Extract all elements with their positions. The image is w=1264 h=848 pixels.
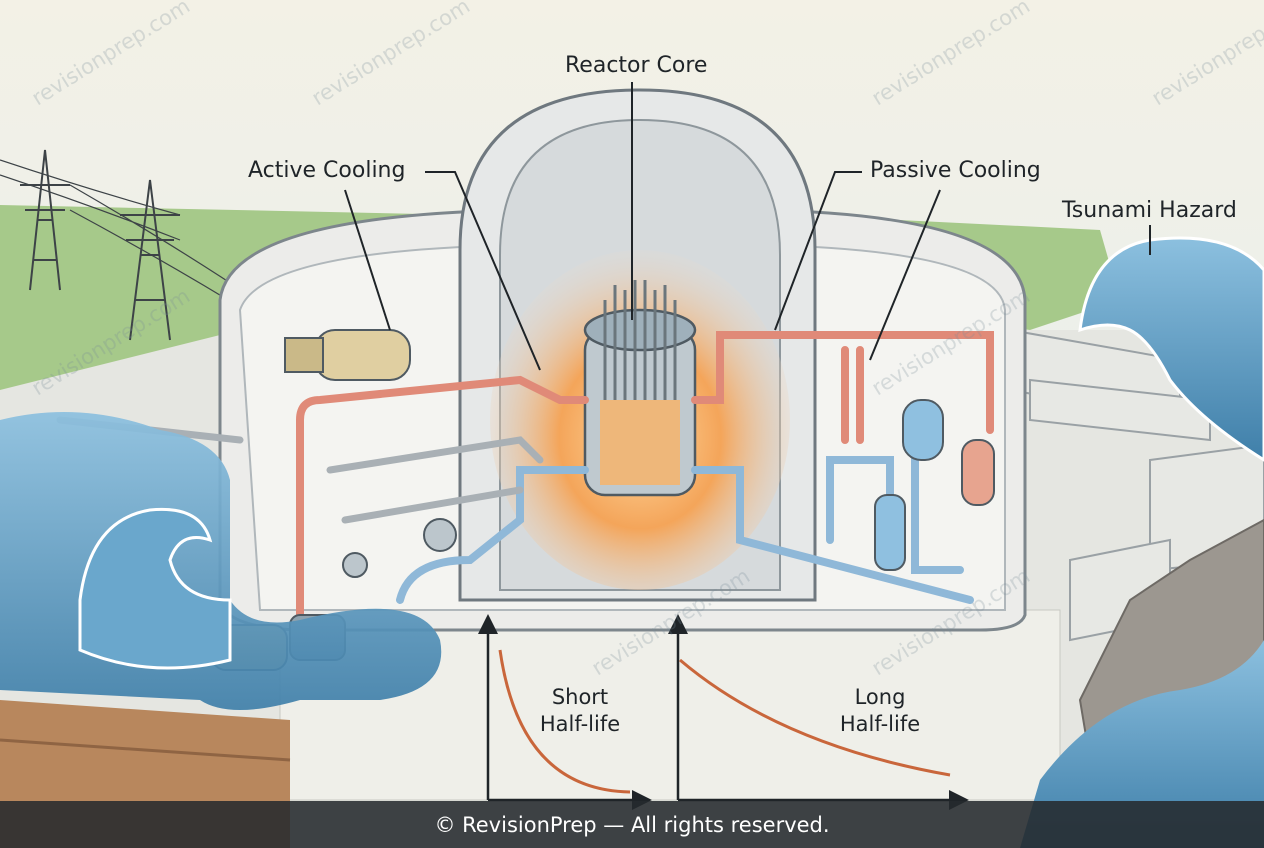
half-life-axes bbox=[478, 614, 969, 810]
long-half-life-curve bbox=[679, 658, 951, 777]
reactor-core-label: Reactor Core bbox=[565, 53, 708, 78]
tsunami-hazard-label: Tsunami Hazard bbox=[1062, 198, 1237, 223]
active-cooling-label: Active Cooling bbox=[248, 158, 406, 183]
tsunami-wave bbox=[1078, 236, 1264, 462]
reactor-vessel bbox=[583, 280, 697, 497]
short-half-life-line1: Short bbox=[551, 685, 609, 709]
copyright-text: © RevisionPrep — All rights reserved. bbox=[434, 813, 830, 837]
long-half-life-label: Long Half-life bbox=[815, 684, 945, 738]
power-pylons bbox=[0, 149, 301, 346]
hot-pipes bbox=[296, 331, 994, 644]
passive-tanks bbox=[874, 399, 995, 571]
sea-right bbox=[1020, 640, 1264, 848]
passive-cooling-label: Passive Cooling bbox=[870, 158, 1041, 183]
short-half-life-line2: Half-life bbox=[539, 712, 621, 736]
short-half-life-label: Short Half-life bbox=[520, 684, 640, 738]
long-half-life-line2: Half-life bbox=[839, 712, 921, 736]
pointer-lines bbox=[344, 82, 1151, 371]
cold-pipes bbox=[396, 416, 974, 604]
long-half-life-line1: Long bbox=[854, 685, 906, 709]
wave-left bbox=[78, 507, 232, 670]
copyright-footer: © RevisionPrep — All rights reserved. bbox=[0, 801, 1264, 848]
short-half-life-curve bbox=[498, 649, 631, 794]
